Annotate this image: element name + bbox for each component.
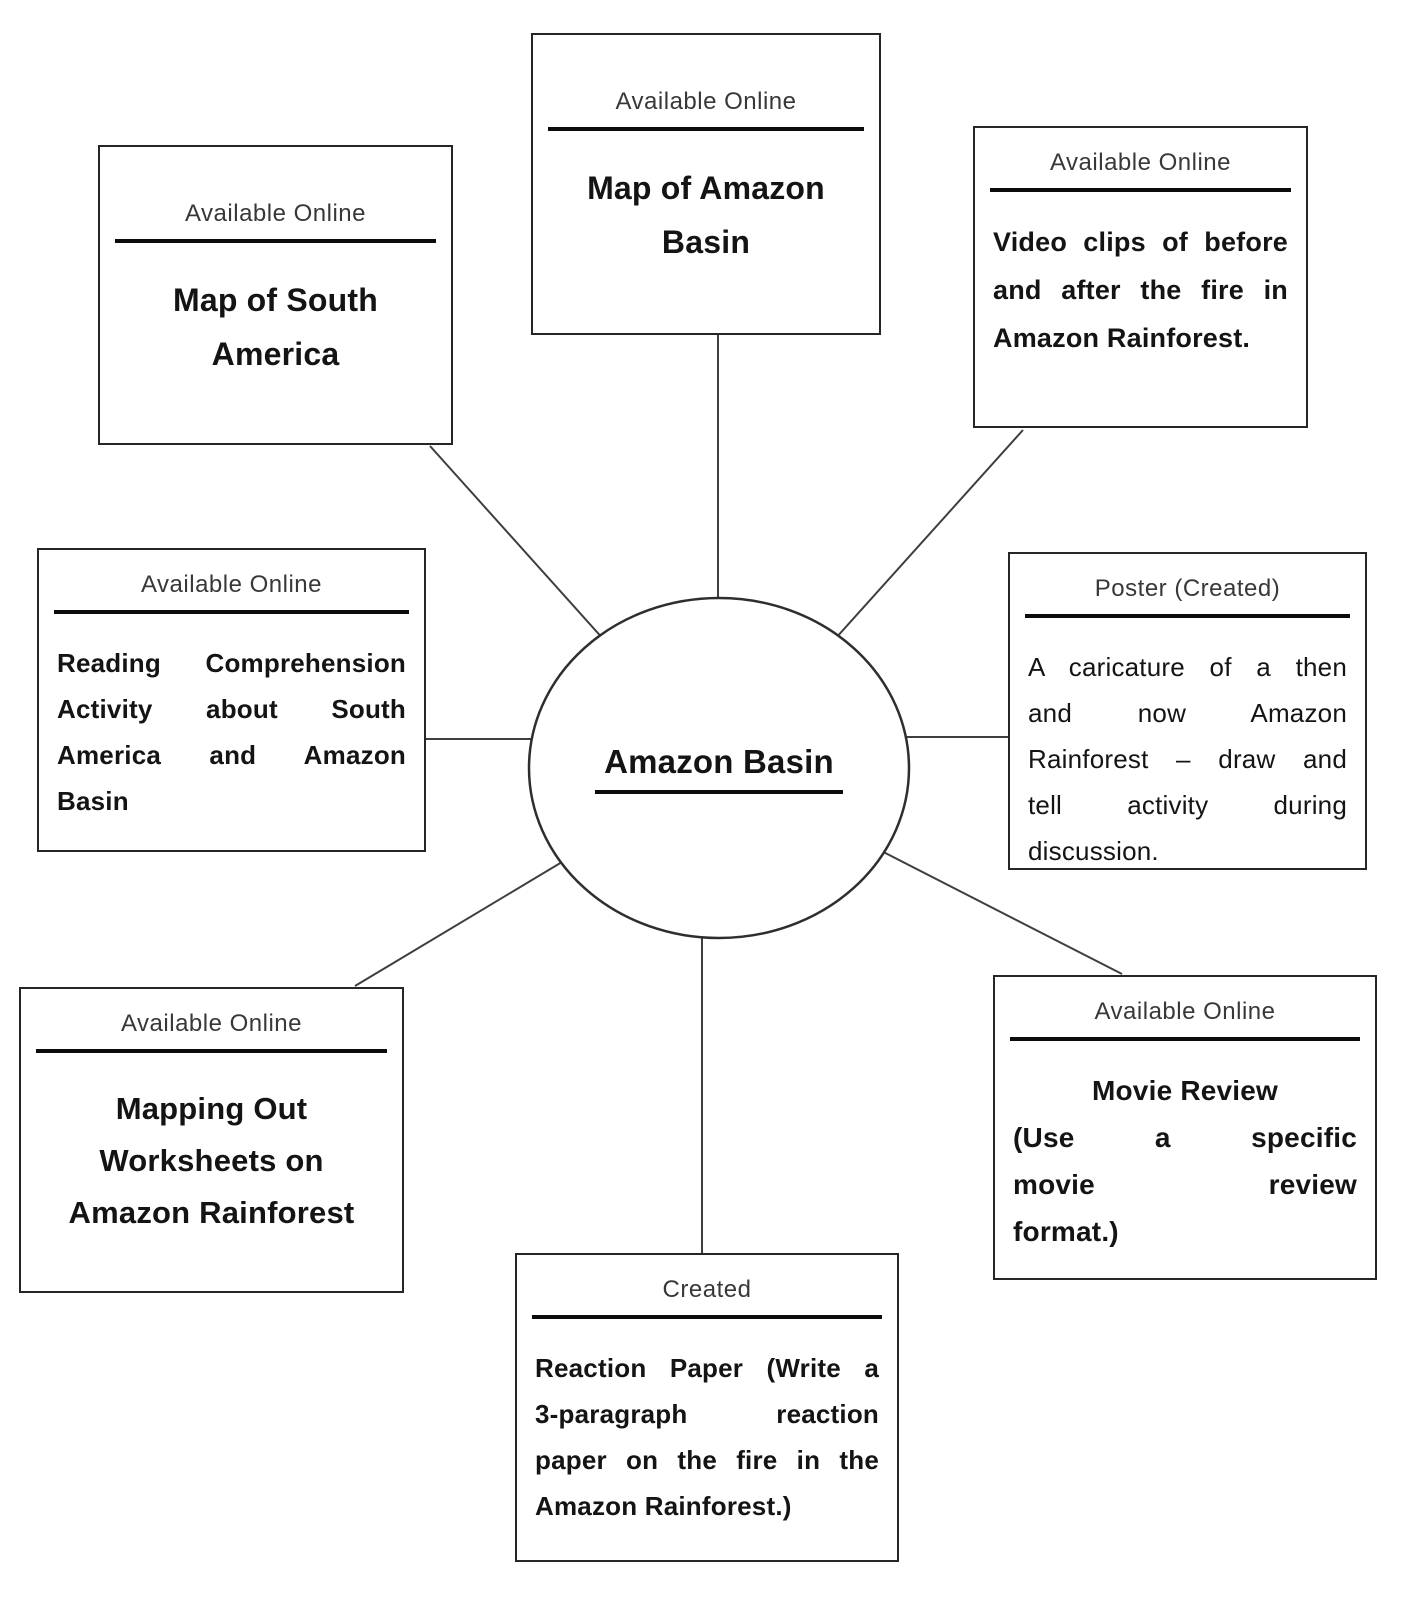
node-body: Map of South America: [100, 273, 451, 381]
heading-rule: [36, 1049, 387, 1053]
node-heading: Available Online: [140, 571, 322, 598]
node-body: Movie Review (Use a specific movie revie…: [995, 1067, 1375, 1255]
node-text-line: Basin: [57, 786, 129, 816]
node-text-line: A caricature of a then: [1028, 652, 1347, 682]
node-text-line: movie review: [1013, 1169, 1357, 1200]
center-ellipse: [527, 596, 911, 940]
node-heading: Available Online: [184, 200, 366, 227]
node-text-line: 3-paragraph reaction: [535, 1399, 879, 1429]
node-body: Mapping Out Worksheets on Amazon Rainfor…: [21, 1083, 402, 1239]
node-heading: Available Online: [615, 88, 797, 115]
node-mid-right: Poster (Created) A caricature of a then …: [1008, 552, 1367, 870]
node-text-line: Movie Review: [1091, 1075, 1279, 1106]
node-text-line: America: [211, 336, 340, 372]
heading-rule: [990, 188, 1291, 192]
center-node-underline: [595, 789, 843, 794]
node-text-line: Basin: [661, 224, 751, 260]
node-bottom-right: Available Online Movie Review (Use a spe…: [993, 975, 1377, 1280]
node-text-line: America and Amazon: [57, 740, 406, 770]
heading-rule: [548, 127, 864, 131]
node-text-line: and now Amazon: [1028, 698, 1347, 728]
node-bottom-center: Created Reaction Paper (Write a 3-paragr…: [515, 1253, 899, 1562]
node-heading: Poster (Created): [1094, 575, 1281, 602]
node-body: A caricature of a then and now Amazon Ra…: [1010, 644, 1365, 874]
node-body: Reaction Paper (Write a 3-paragraph reac…: [517, 1345, 897, 1529]
node-text-line: (Use a specific: [1013, 1122, 1357, 1153]
node-top-left: Available Online Map of South America: [98, 145, 453, 445]
center-node-label: Amazon Basin: [604, 742, 834, 780]
node-text-line: Amazon Rainforest.: [993, 323, 1251, 353]
node-heading: Created: [662, 1276, 752, 1303]
node-text-line: Amazon Rainforest.): [535, 1491, 792, 1521]
node-top-center: Available Online Map of Amazon Basin: [531, 33, 881, 335]
node-text-line: Video clips of before: [993, 227, 1288, 257]
node-bottom-left: Available Online Mapping Out Worksheets …: [19, 987, 404, 1293]
node-text-line: and after the fire in: [993, 275, 1288, 305]
node-body: Map of Amazon Basin: [533, 161, 879, 269]
node-text-line: Amazon Rainforest: [68, 1195, 355, 1230]
node-text-line: Rainforest – draw and: [1028, 744, 1347, 774]
heading-rule: [1025, 614, 1350, 618]
center-node: Amazon Basin: [529, 598, 909, 938]
node-text-line: Reaction Paper (Write a: [535, 1353, 879, 1383]
node-text-line: discussion.: [1028, 836, 1159, 866]
node-heading: Available Online: [1094, 998, 1276, 1025]
node-text-line: tell activity during: [1028, 790, 1347, 820]
node-body: Reading Comprehension Activity about Sou…: [39, 640, 424, 824]
heading-rule: [1010, 1037, 1360, 1041]
node-body: Video clips of before and after the fire…: [975, 218, 1306, 362]
node-text-line: Reading Comprehension: [57, 648, 406, 678]
node-text-line: Map of South: [172, 282, 379, 318]
node-text-line: Activity about South: [57, 694, 406, 724]
node-text-line: Map of Amazon: [587, 170, 825, 206]
node-text-line: format.): [1013, 1216, 1119, 1247]
node-text-line: Mapping Out: [115, 1091, 308, 1126]
node-top-right: Available Online Video clips of before a…: [973, 126, 1308, 428]
node-heading: Available Online: [1049, 149, 1231, 176]
heading-rule: [115, 239, 436, 243]
node-text-line: paper on the fire in the: [535, 1445, 879, 1475]
node-heading: Available Online: [120, 1010, 302, 1037]
heading-rule: [532, 1315, 882, 1319]
node-mid-left: Available Online Reading Comprehension A…: [37, 548, 426, 852]
node-text-line: Worksheets on: [99, 1143, 324, 1178]
heading-rule: [54, 610, 409, 614]
